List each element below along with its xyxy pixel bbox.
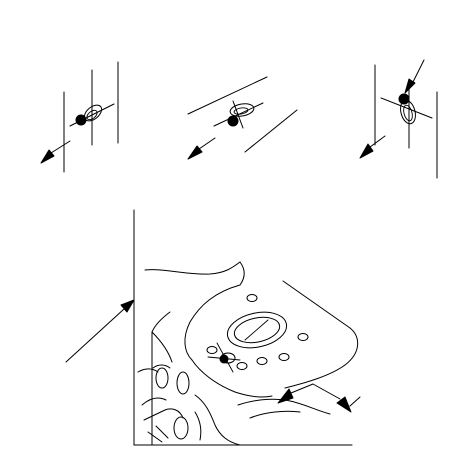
flange-left-curve: [184, 284, 241, 361]
bolt-hole-icon: [278, 353, 290, 361]
arrow-icon: [404, 59, 425, 94]
block-lower-oval: [173, 416, 189, 440]
detail-left-seal-inner: [86, 109, 98, 121]
bolt-hole-icon: [297, 333, 309, 341]
detail-right-axis-horizontal: [380, 97, 433, 119]
bolt-hole-icon: [206, 346, 218, 354]
arrow-icon: [336, 396, 361, 413]
arrow-icon: [359, 135, 386, 159]
block-lower-curve: [141, 397, 167, 406]
block-center-contour: [194, 394, 241, 446]
block-port-upper: [152, 364, 171, 369]
block-center-rib: [194, 411, 202, 441]
block-hatch-1: [147, 431, 163, 443]
base-contour-inner: [249, 410, 301, 419]
casting-top-edge: [144, 261, 241, 275]
detail-center-edge-lower: [244, 109, 298, 153]
detail-right: [359, 59, 438, 179]
flange-bottom-curve: [191, 359, 273, 398]
detail-center-seal-ring: [229, 103, 255, 117]
arrow-icon: [187, 137, 216, 160]
dot-marker-icon: [227, 115, 239, 127]
detail-left: [40, 61, 119, 173]
block-edge-detail: [137, 368, 159, 373]
engine-block-main: [65, 209, 361, 446]
central-bore-outer: [226, 311, 288, 349]
central-bore-inner: [233, 316, 281, 344]
dot-marker-icon: [219, 354, 229, 364]
bolt-hole-icon: [236, 362, 248, 370]
block-port-oval: [155, 367, 169, 389]
arrow-icon: [40, 140, 71, 164]
block-hatch-2: [155, 425, 169, 439]
dot-marker-icon: [75, 114, 87, 126]
block-port-oval-2: [176, 371, 190, 395]
block-left-outline: [151, 311, 171, 446]
central-bore-slot: [244, 319, 269, 341]
bolt-hole-icon: [246, 294, 258, 302]
flange-top-edge: [282, 280, 351, 329]
detail-center-seal-inner: [233, 107, 249, 115]
block-left-rib: [151, 331, 173, 363]
flange-right-curve: [284, 327, 359, 389]
block-lower-rib: [143, 408, 184, 421]
leader-line: [312, 383, 341, 400]
detail-center: [187, 76, 298, 160]
casting-top-notch: [239, 261, 245, 286]
arrow-icon: [65, 299, 135, 363]
bolt-hole-icon: [256, 357, 268, 365]
arrow-icon: [277, 383, 314, 404]
detail-right-seal-inner: [403, 104, 413, 122]
dot-marker-icon: [398, 93, 410, 105]
detail-center-edge-upper: [187, 76, 268, 115]
